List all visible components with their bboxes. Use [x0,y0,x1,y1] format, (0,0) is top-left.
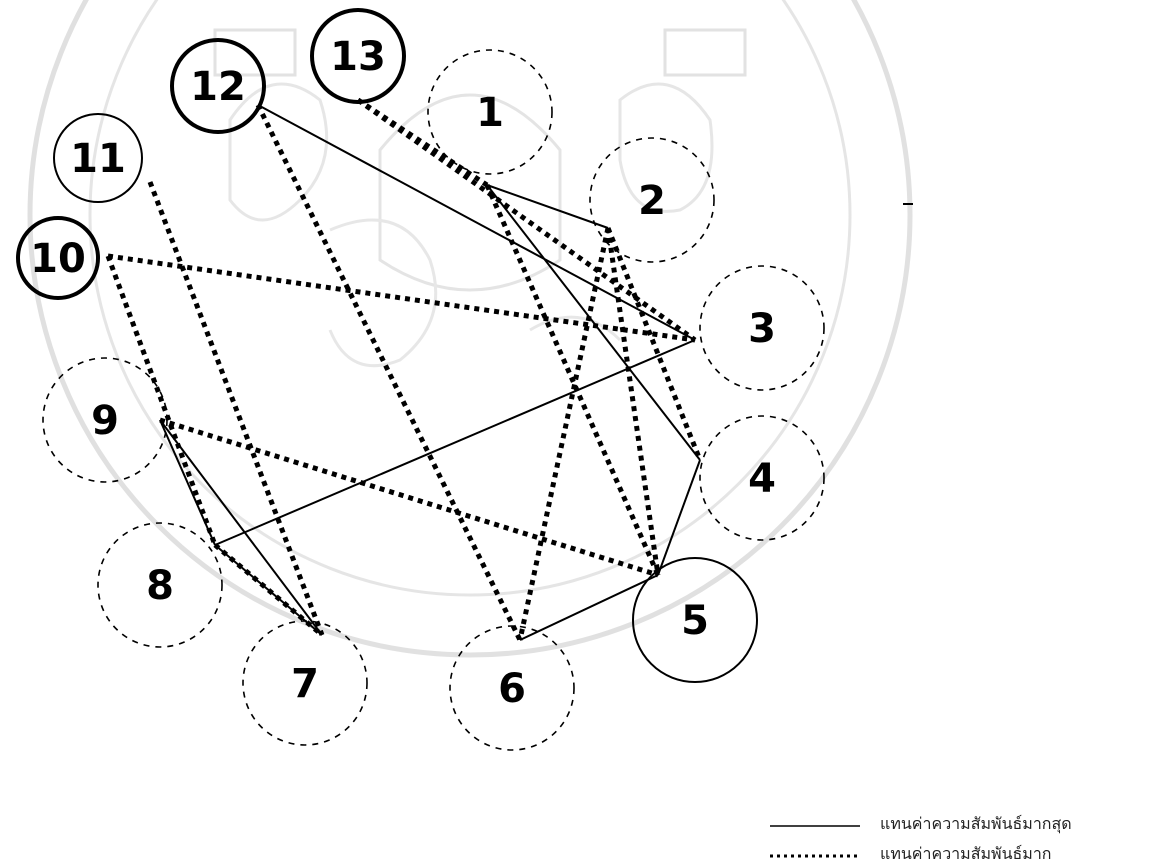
node-12-label: 12 [190,64,246,110]
node-4-label: 4 [748,456,776,502]
node-13: 13 [312,10,404,102]
node-11: 11 [54,114,142,202]
node-12: 12 [172,40,264,132]
node-3: 3 [700,266,824,390]
edge-11-7 [150,182,322,635]
edge-10-8 [108,256,215,545]
edge-9-5 [160,420,658,575]
legend-strong-label: แทนค่าความสัมพันธ์มาก [880,844,1051,863]
node-7: 7 [243,621,367,745]
node-3-label: 3 [748,306,776,352]
legend-strongest-label: แทนค่าความสัมพันธ์มากสุด [880,814,1072,834]
node-5: 5 [633,558,757,682]
node-6-label: 6 [498,666,526,712]
edge-12-3 [258,105,695,340]
edge-2-5 [608,228,658,575]
node-11-label: 11 [70,136,126,182]
node-10-label: 10 [30,236,86,282]
watermark-seal [30,0,910,655]
node-8: 8 [98,523,222,647]
node-2-label: 2 [638,178,666,224]
legend: แทนค่าความสัมพันธ์มากสุด แทนค่าความสัมพั… [770,814,1072,863]
edge-8-3 [215,340,695,545]
node-1: 1 [428,50,552,174]
node-4: 4 [700,416,824,540]
node-6: 6 [450,626,574,750]
node-5-label: 5 [681,598,709,644]
edge-6-5 [520,575,658,640]
node-7-label: 7 [291,661,319,707]
node-13-label: 13 [330,34,386,80]
node-10: 10 [18,218,98,298]
edge-13-1 [358,100,487,185]
node-8-label: 8 [146,563,174,609]
node-9-label: 9 [91,398,119,444]
edge-12-6 [258,105,520,640]
node-1-label: 1 [476,90,504,136]
